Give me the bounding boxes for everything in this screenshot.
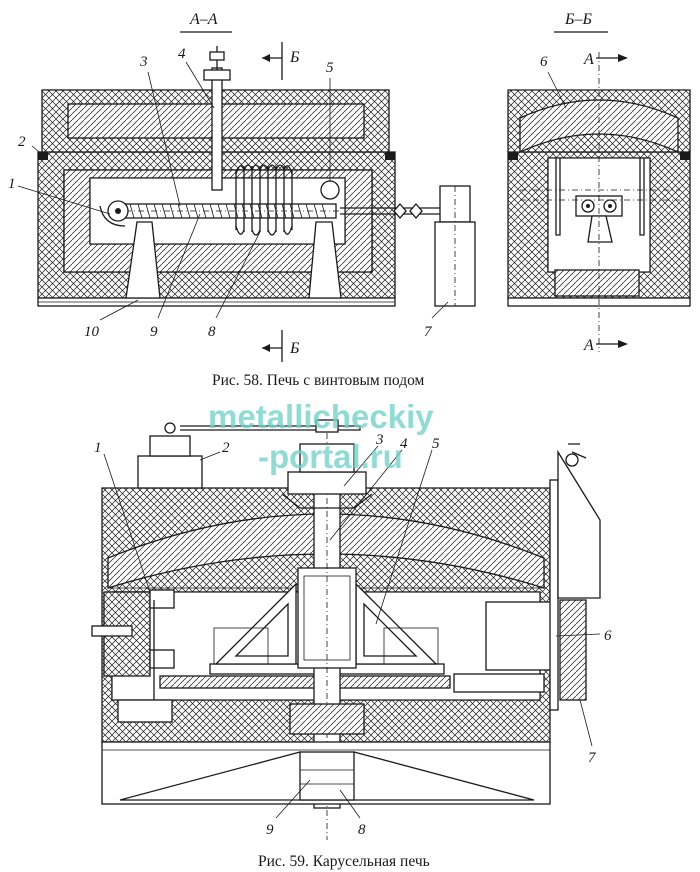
cut-mark-a-top: А — [583, 51, 594, 68]
fig58-label-10: 10 — [84, 324, 100, 340]
burner — [137, 455, 203, 489]
watermark-line-2: -portal.ru — [258, 438, 403, 475]
support-left — [125, 221, 161, 299]
door — [559, 599, 587, 701]
fig58-label-5: 5 — [326, 60, 334, 76]
section-title-bb: Б–Б — [564, 11, 592, 28]
drive-gear — [299, 751, 355, 801]
cut-mark-b-top: Б — [289, 49, 300, 66]
fig59-label-8: 8 — [358, 822, 366, 838]
thermocouple — [211, 67, 223, 191]
fig58-label-9: 9 — [150, 324, 158, 340]
cut-mark-a-bottom: А — [583, 337, 594, 354]
fig58-label-7: 7 — [424, 324, 433, 340]
cut-mark-b-bottom: Б — [289, 340, 300, 357]
fig59-label-5: 5 — [432, 436, 440, 452]
fig58-label-1: 1 — [8, 176, 16, 192]
top-bearing — [287, 471, 367, 495]
fig59-leaders — [103, 445, 601, 819]
fig58-label-3: 3 — [139, 54, 148, 70]
fig59-label-6: 6 — [604, 628, 612, 644]
fig58-label-6: 6 — [540, 54, 548, 70]
workpieces — [235, 164, 293, 236]
door-chamber — [485, 601, 557, 671]
support-right — [308, 221, 342, 299]
fig58-section-aa — [37, 31, 476, 362]
roller-right — [320, 180, 340, 200]
fig58-label-2: 2 — [18, 134, 26, 150]
fig59-label-3: 3 — [375, 432, 384, 448]
fig59-caption: Рис. 59. Карусельная печь — [258, 853, 430, 870]
fig59-label-9: 9 — [266, 822, 274, 838]
fig59-label-2: 2 — [222, 440, 230, 456]
fig58-label-4: 4 — [178, 46, 186, 62]
fig59-label-7: 7 — [588, 750, 597, 766]
fig59-label-4: 4 — [400, 436, 408, 452]
fig58-label-8: 8 — [208, 324, 216, 340]
fig59-label-1: 1 — [94, 440, 102, 456]
fig58-leaders — [17, 61, 567, 321]
section-title-aa: А–А — [189, 11, 218, 28]
door-drive — [557, 449, 601, 599]
fig58-caption: Рис. 58. Печь с винтовым подом — [212, 372, 425, 389]
watermark-line-1: metallicheckiy — [208, 398, 434, 435]
fig59-carousel-furnace — [91, 419, 601, 840]
fig58-section-bb — [507, 31, 691, 352]
